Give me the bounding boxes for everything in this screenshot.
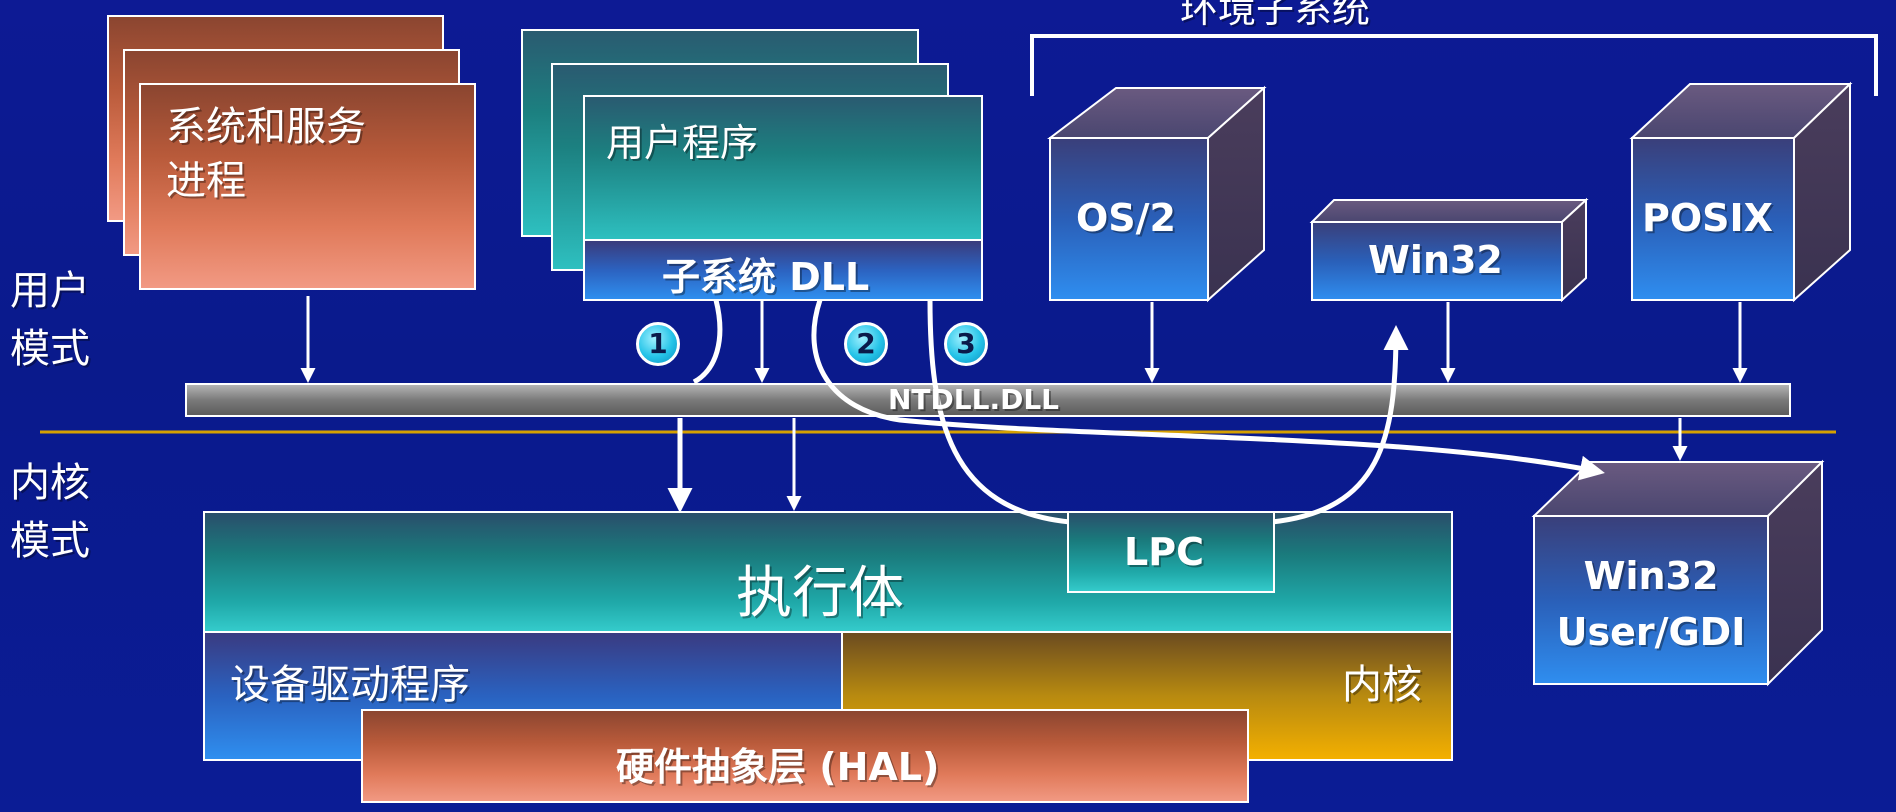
subsystem-dll-label: 子系统 DLL — [662, 255, 870, 299]
user-mode-label: 用户 模式 — [10, 268, 90, 372]
win32-user-gdi-label: Win32 User/GDI — [1556, 554, 1746, 654]
path-badge-1: 1 — [636, 322, 680, 366]
executive-label: 执行体 — [736, 561, 904, 626]
lpc-box — [1067, 511, 1275, 593]
os2-label: OS/2 — [1076, 196, 1176, 240]
kernel-mode-label: 内核 模式 — [10, 460, 90, 564]
posix-label: POSIX — [1642, 196, 1773, 240]
win32-gdi-box-face — [1533, 515, 1769, 685]
device-drivers-label: 设备驱动程序 — [230, 662, 470, 708]
kernel-label: 内核 — [1342, 662, 1422, 708]
win32-box-top — [1309, 199, 1589, 223]
system-process-card-front — [139, 83, 476, 290]
path-badge-2: 2 — [844, 322, 888, 366]
os2-box-face — [1049, 137, 1209, 301]
env-subsystem-bracket — [1030, 34, 1878, 96]
lpc-label: LPC — [1124, 530, 1204, 574]
user-programs-label: 用户程序 — [606, 121, 759, 165]
subsystem-dll-strip — [583, 239, 983, 301]
system-services-label: 系统和服务 进程 — [166, 104, 366, 204]
hal-label: 硬件抽象层 (HAL) — [616, 745, 940, 789]
posix-box-face — [1631, 137, 1795, 301]
ntdll-bar — [185, 383, 1791, 417]
arrows — [300, 296, 1748, 525]
env-subsystem-title: 环境子系统 — [1180, 0, 1371, 31]
path-badge-3: 3 — [944, 322, 988, 366]
ntdll-label: NTDLL.DLL — [888, 383, 1060, 416]
hal-box — [361, 709, 1249, 803]
win32-box-face — [1311, 221, 1563, 301]
user-program-card-front — [583, 95, 983, 241]
win32-subsystem-label: Win32 — [1368, 238, 1503, 282]
